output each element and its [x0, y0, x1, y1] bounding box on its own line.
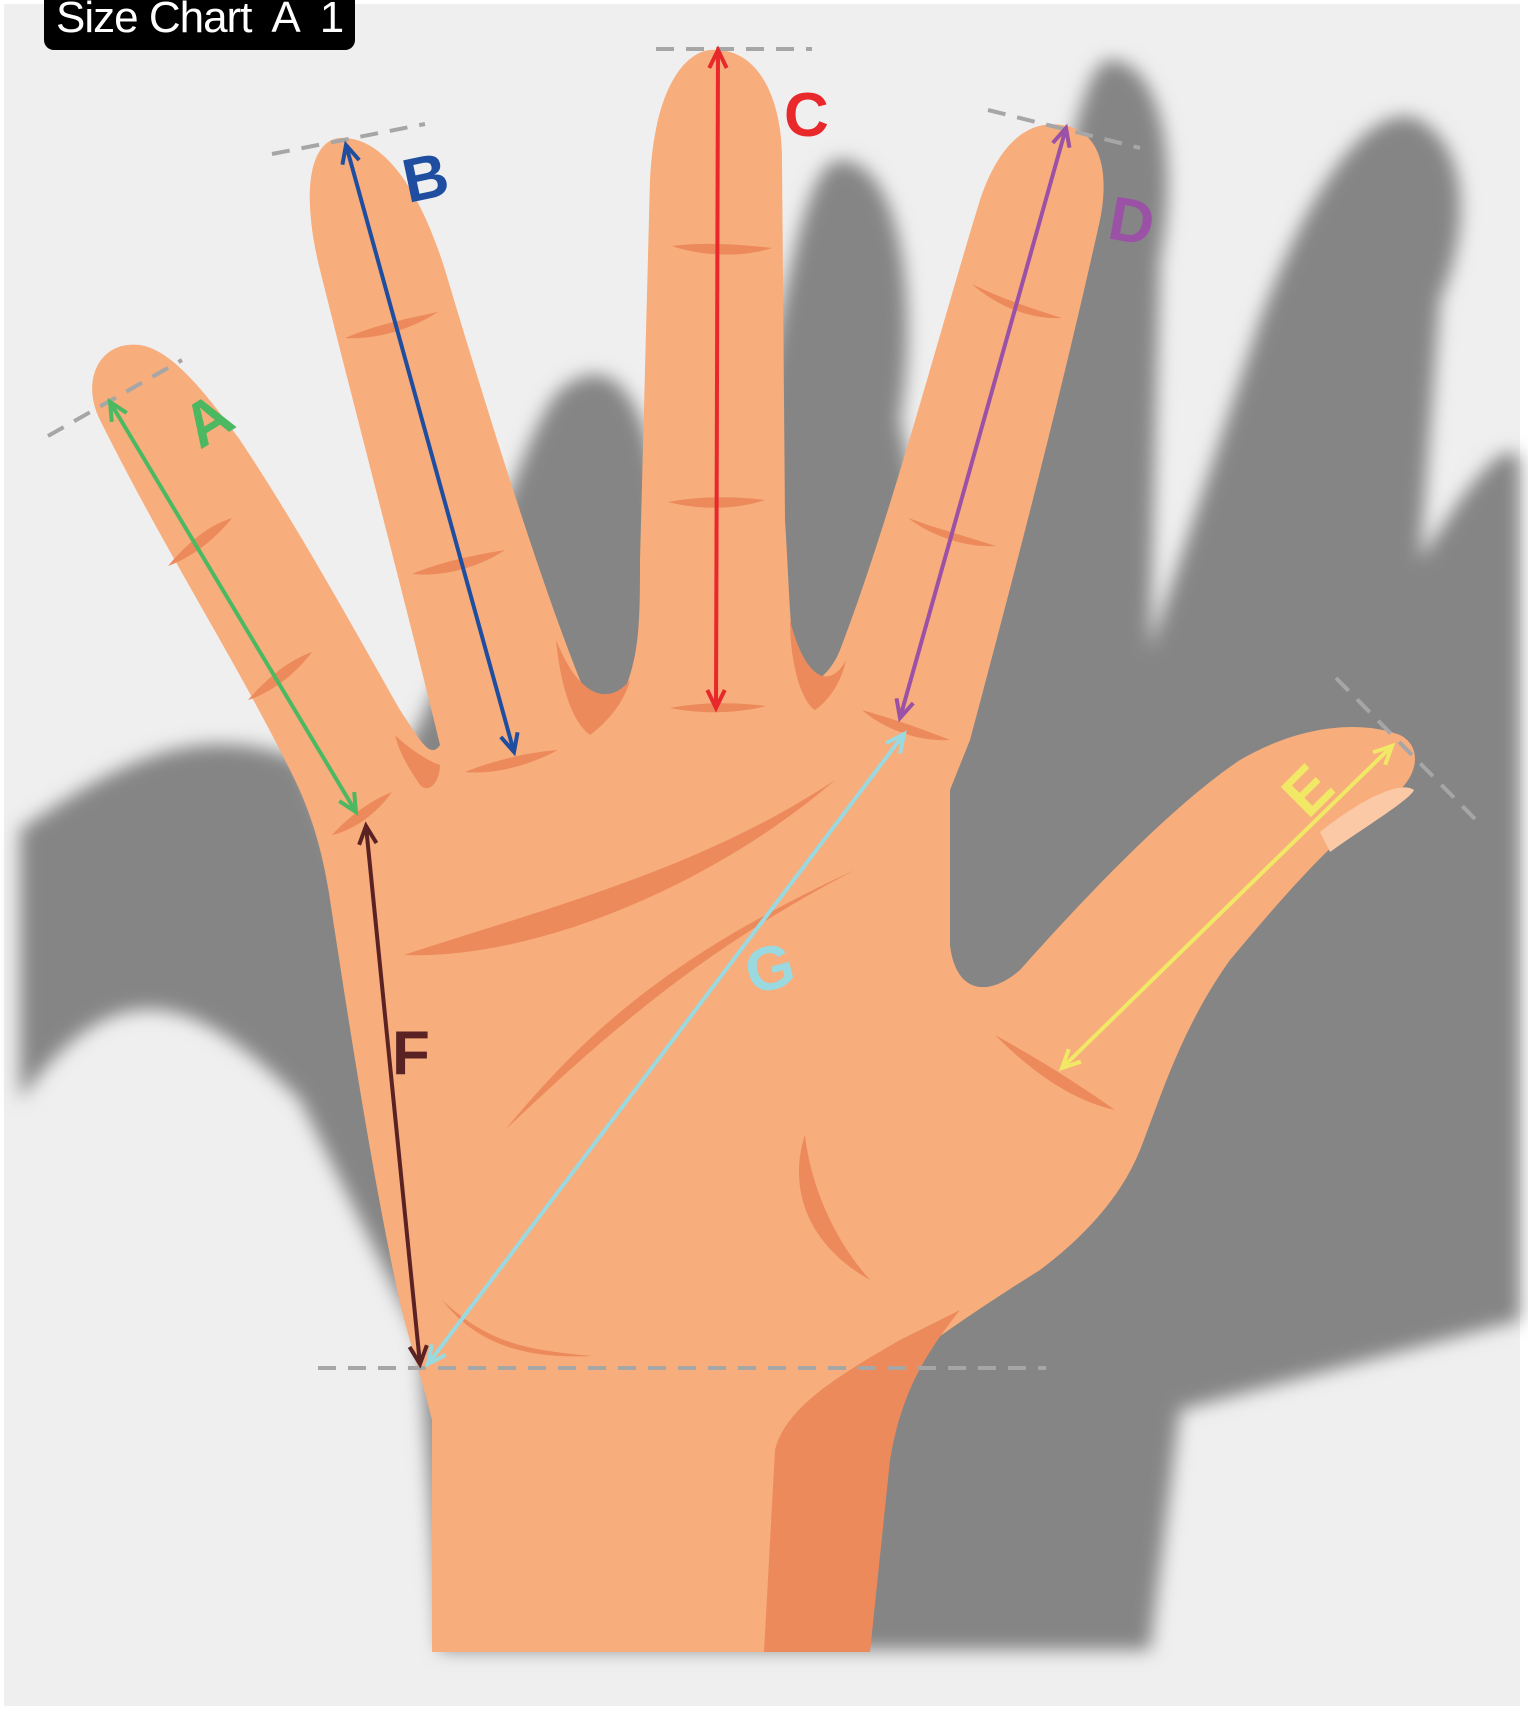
- label-f: F: [392, 1019, 430, 1088]
- label-c: C: [784, 81, 829, 150]
- arrow-c: [716, 50, 718, 708]
- size-chart-title: Size Chart A 1: [44, 0, 355, 50]
